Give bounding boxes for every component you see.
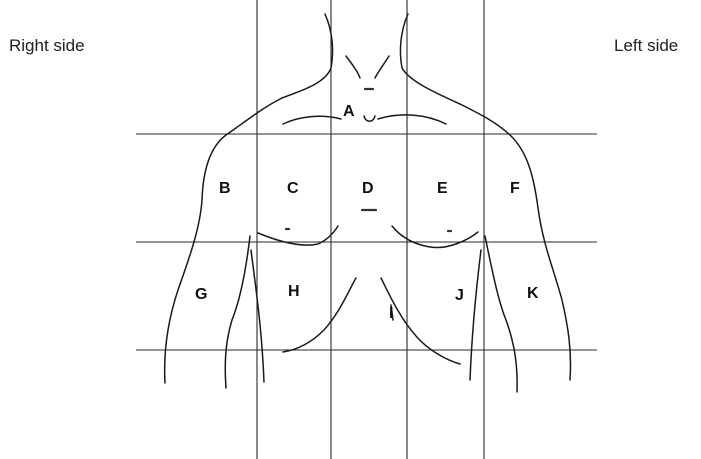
region-label-d: D xyxy=(362,180,374,197)
region-label-j: J xyxy=(455,287,464,304)
region-label-g: G xyxy=(195,286,207,303)
right-inner-arm-outline xyxy=(225,236,250,388)
region-label-f: F xyxy=(510,180,520,197)
neck-right-outline xyxy=(282,14,333,98)
region-label-k: K xyxy=(527,285,539,302)
region-labels: A B C D E F G H I J K xyxy=(195,103,539,322)
region-label-c: C xyxy=(287,180,299,197)
right-shoulder-outline xyxy=(165,98,282,383)
left-collarbone xyxy=(378,115,446,124)
right-collarbone xyxy=(283,116,341,124)
region-label-b: B xyxy=(219,180,231,197)
throat-left-line xyxy=(375,56,389,78)
region-label-h: H xyxy=(288,283,300,300)
region-label-a: A xyxy=(343,103,355,120)
neck-left-outline xyxy=(400,14,460,104)
left-pectoral-outline xyxy=(392,226,478,248)
region-grid xyxy=(136,0,597,459)
sternal-notch xyxy=(364,116,375,121)
throat-right-line xyxy=(346,56,360,78)
abdomen-outline xyxy=(283,278,460,364)
region-label-e: E xyxy=(437,180,448,197)
left-torso-side-outline xyxy=(470,250,481,380)
left-inner-arm-outline xyxy=(485,236,517,392)
region-label-i: I xyxy=(389,305,393,322)
torso-outline xyxy=(165,14,571,392)
